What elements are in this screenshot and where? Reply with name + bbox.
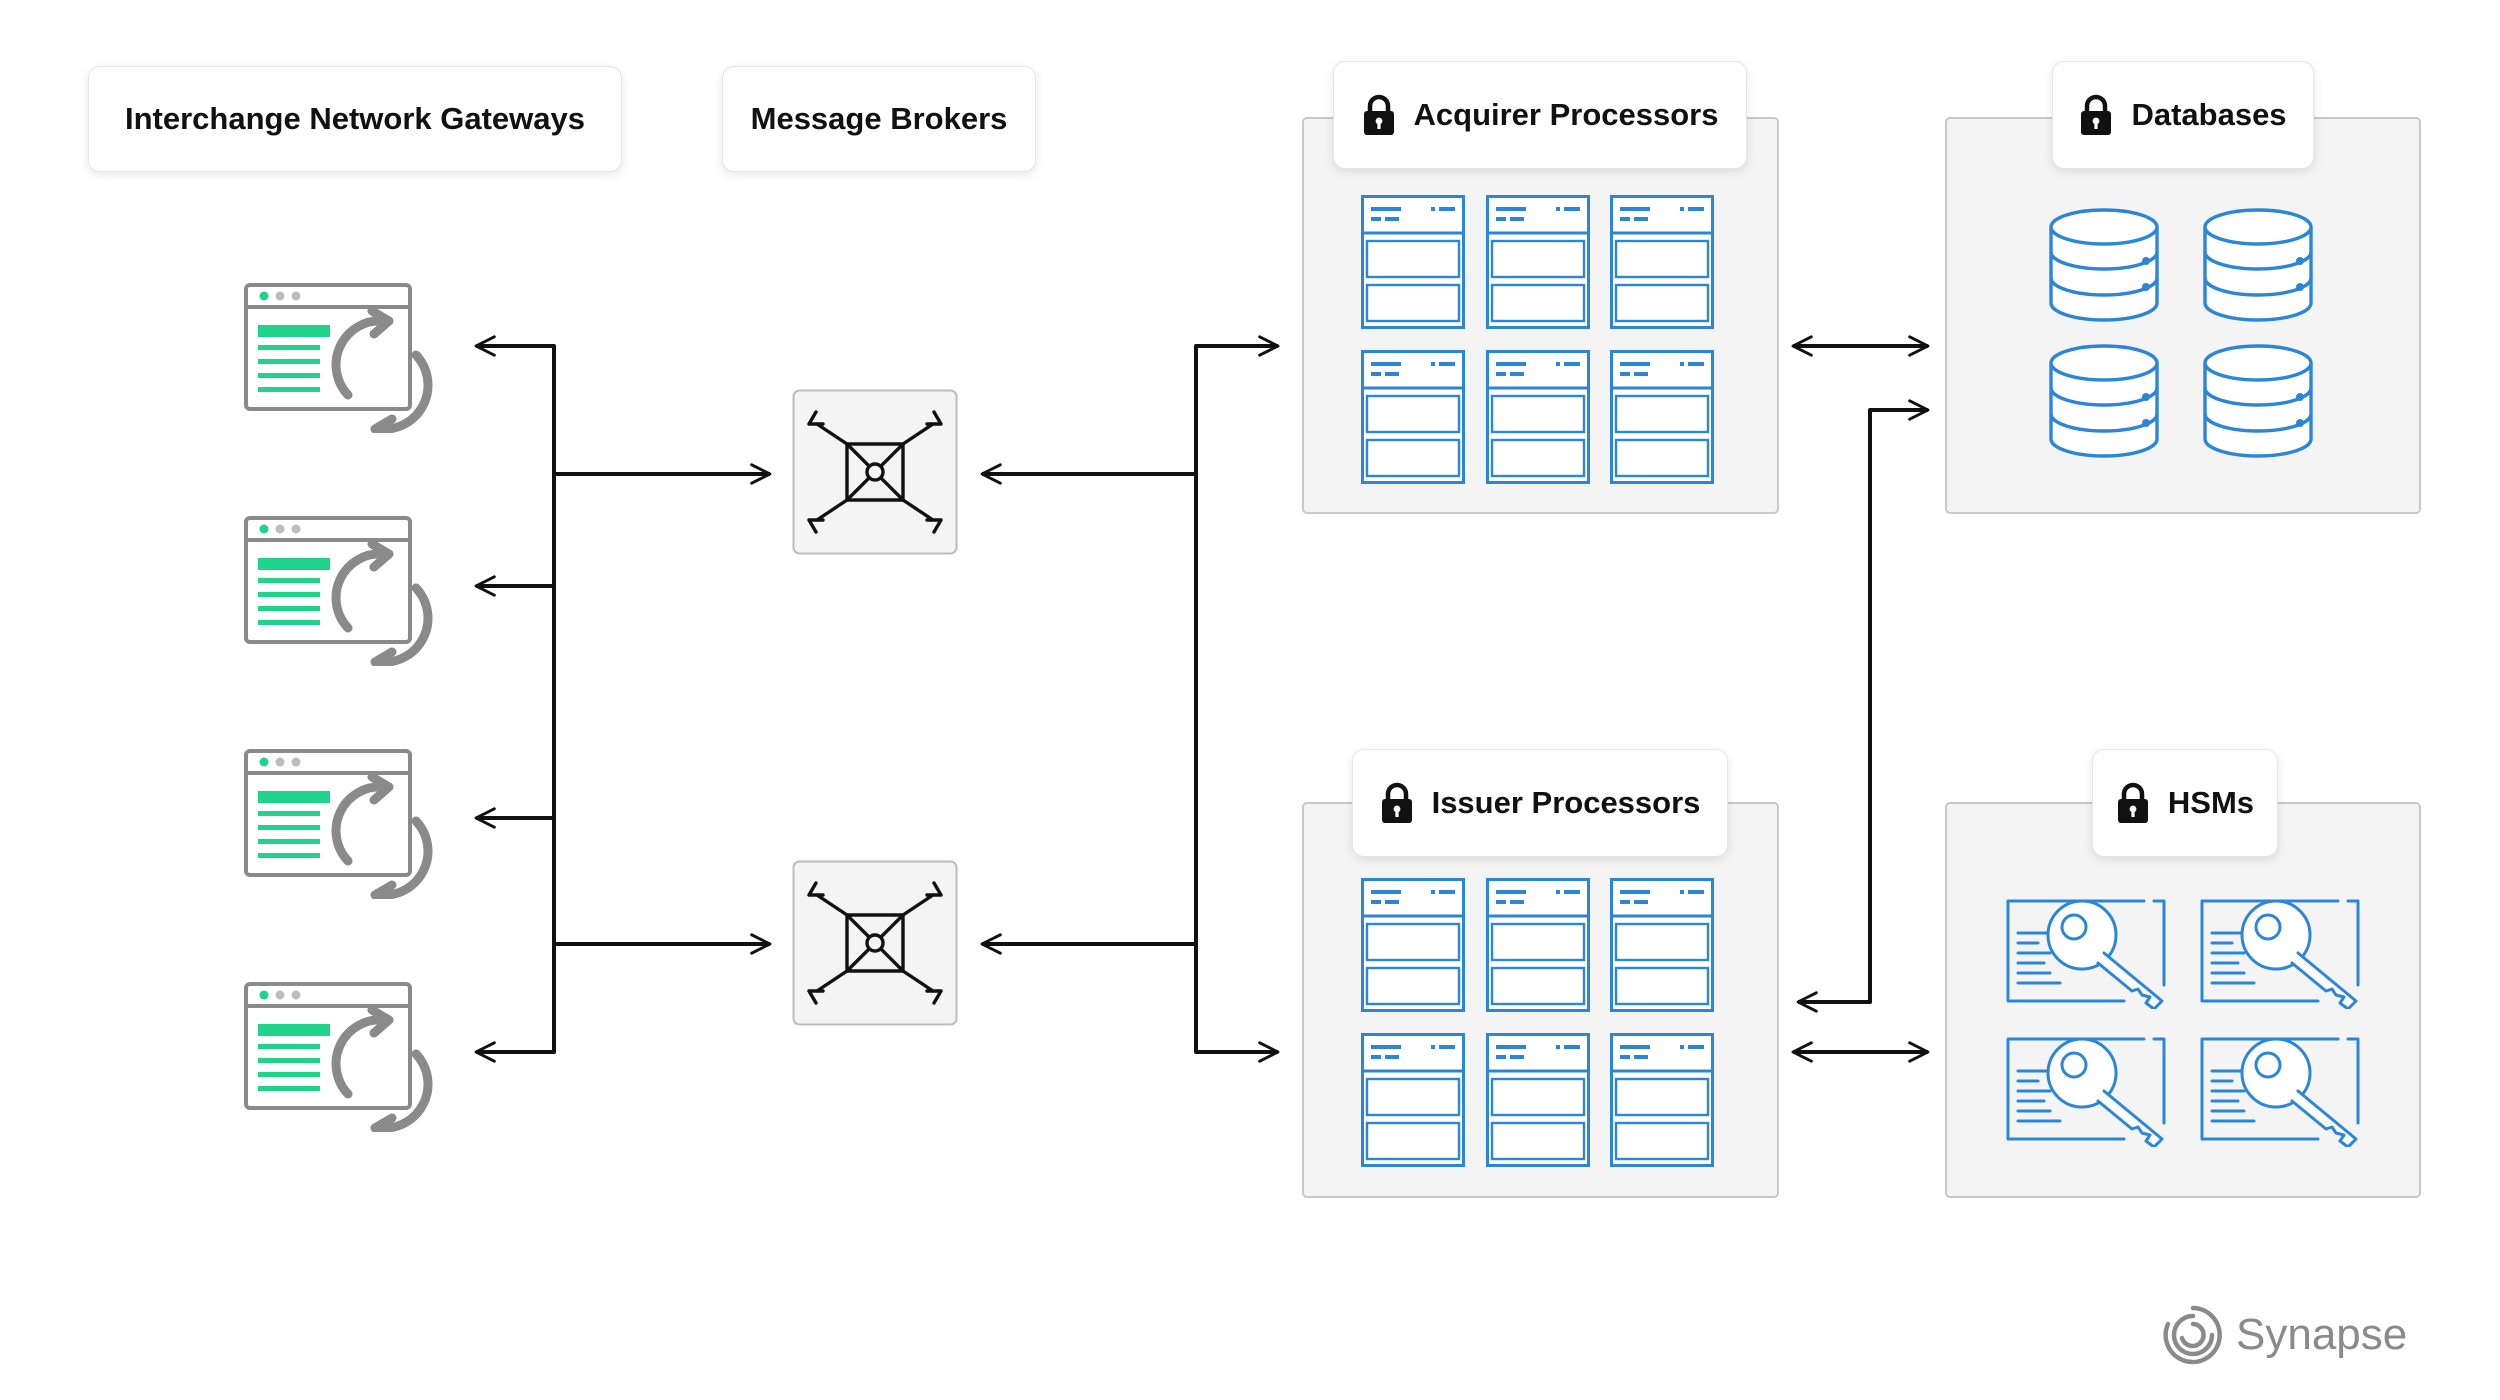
gateway-trunk-top — [474, 335, 556, 474]
server-icon — [1486, 195, 1590, 329]
server-icon — [1361, 878, 1465, 1012]
synapse-logo: Synapse — [2160, 1300, 2407, 1370]
label-issuer-processors: Issuer Processors — [1352, 749, 1728, 857]
lock-icon — [1363, 94, 1394, 135]
gateway-sync-icon — [246, 751, 428, 905]
connectors — [474, 335, 1930, 1063]
label-hsms: HSMs — [2092, 749, 2278, 857]
server-icon — [1361, 1033, 1465, 1167]
database-icon — [2203, 208, 2313, 322]
label-databases: Databases — [2052, 61, 2314, 169]
server-icon — [1361, 195, 1465, 329]
databases-panel — [1945, 117, 2421, 514]
synapse-logo-icon — [2163, 1305, 2222, 1365]
label-interchange-network-gateways: Interchange Network Gateways — [88, 66, 622, 172]
database-icon — [2049, 208, 2159, 322]
server-icon — [1486, 1033, 1590, 1167]
message-broker-icon — [792, 389, 958, 555]
brokers-title: Message Brokers — [750, 101, 1008, 136]
server-icon — [1361, 350, 1465, 484]
processor-trunk-bottom — [1194, 474, 1280, 1063]
server-icon — [1486, 350, 1590, 484]
database-icon — [2203, 344, 2313, 458]
server-icon — [1610, 195, 1714, 329]
server-icon — [1610, 878, 1714, 1012]
databases-title: Databases — [2131, 97, 2287, 132]
label-acquirer-processors: Acquirer Processors — [1333, 61, 1747, 169]
lock-icon — [1381, 782, 1412, 823]
gateway-sync-icon — [246, 518, 428, 672]
server-icon — [1486, 878, 1590, 1012]
server-icon — [1610, 1033, 1714, 1167]
brand-name: Synapse — [2236, 1310, 2408, 1359]
database-icon — [2049, 344, 2159, 458]
gateways-title: Interchange Network Gateways — [125, 101, 585, 136]
issuer-title: Issuer Processors — [1431, 785, 1701, 820]
lock-icon — [2117, 782, 2148, 823]
issuer-databases-link — [1796, 399, 1930, 1013]
server-icon — [1610, 350, 1714, 484]
lock-icon — [2081, 94, 2112, 135]
hsms-title: HSMs — [2167, 785, 2255, 820]
gateway-icons — [246, 285, 428, 1138]
label-message-brokers: Message Brokers — [722, 66, 1036, 172]
message-broker-icon — [792, 860, 958, 1026]
acquirer-title: Acquirer Processors — [1413, 97, 1719, 132]
gateway-sync-icon — [246, 285, 428, 439]
processor-trunk-top — [1194, 335, 1280, 474]
gateway-trunk-bottom — [474, 474, 556, 1063]
gateway-sync-icon — [246, 984, 428, 1138]
